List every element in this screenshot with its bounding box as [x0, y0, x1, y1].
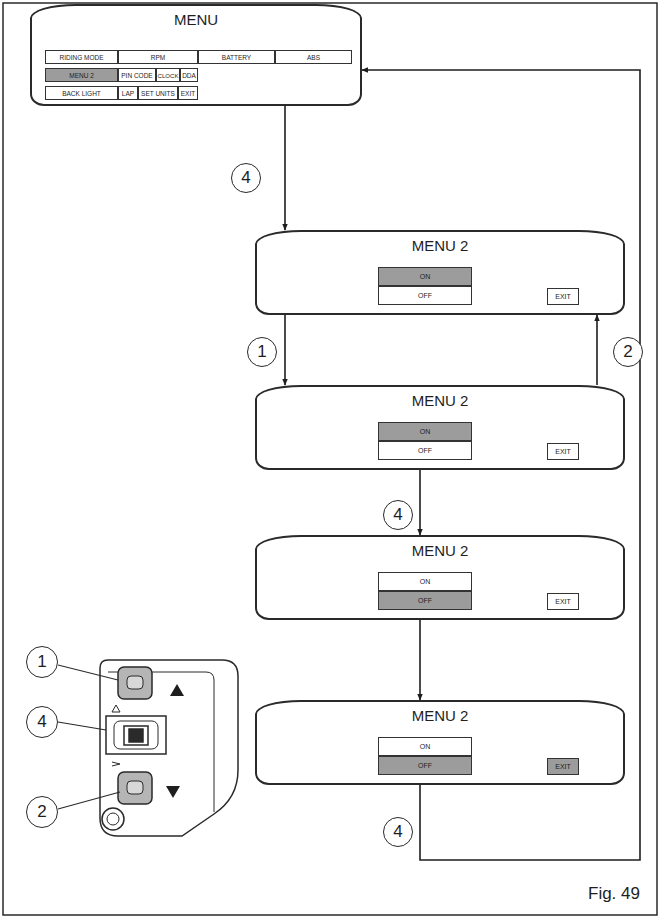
menu-cell: RPM — [118, 50, 198, 64]
option-text: RPM — [151, 54, 165, 61]
option-text: EXIT — [181, 90, 195, 97]
option-box: EXIT — [547, 593, 579, 610]
option-text: OFF — [418, 762, 432, 769]
option-text: OFF — [418, 292, 432, 299]
menu-cell: DDA — [180, 68, 198, 82]
option-text: ON — [420, 428, 431, 435]
option-text: ON — [420, 743, 431, 750]
option-box: OFF — [378, 756, 472, 775]
option-text: ON — [420, 273, 431, 280]
button-callout: 1 — [247, 337, 277, 367]
option-box: EXIT — [547, 288, 579, 305]
button-callout: 4 — [231, 163, 261, 193]
option-box: OFF — [378, 441, 472, 460]
option-text: ON — [420, 578, 431, 585]
menu-cell: EXIT — [178, 86, 198, 100]
option-text: EXIT — [555, 448, 571, 455]
callout-number: 1 — [26, 646, 58, 678]
figure-number: Fig. 49 — [588, 884, 640, 904]
menu-cell: MENU 2 — [45, 68, 118, 82]
handlebar-switch — [100, 660, 238, 836]
option-text: EXIT — [555, 598, 571, 605]
leader-lines — [58, 665, 120, 809]
figure-frame — [3, 3, 657, 915]
option-box: OFF — [378, 591, 472, 610]
screen-title: MENU 2 — [257, 392, 623, 409]
menu-cell: LAP — [118, 86, 138, 100]
display-screen: MENU 2 ON OFF EXIT — [255, 385, 625, 470]
button-callout: 2 — [613, 337, 643, 367]
menu-cell: BACK LIGHT — [45, 86, 118, 100]
display-screen: MENU 2 ON OFF EXIT — [255, 700, 625, 785]
option-text: EXIT — [555, 293, 571, 300]
option-text: DDA — [182, 72, 196, 79]
option-text: SET UNITS — [141, 90, 175, 97]
option-text: PIN CODE — [121, 72, 152, 79]
option-text: ABS — [307, 54, 320, 61]
screen-title: MENU 2 — [257, 707, 623, 724]
menu-cell: BATTERY — [198, 50, 275, 64]
option-box: ON — [378, 737, 472, 756]
option-text: BATTERY — [222, 54, 251, 61]
display-screen: MENU RIDING MODE RPM BATTERY ABS MENU 2 PIN CO… — [30, 4, 362, 106]
flow-arrow — [419, 470, 421, 535]
callout-number: 4 — [26, 706, 58, 738]
display-screen: MENU 2 ON OFF EXIT — [255, 535, 625, 620]
option-text: MENU 2 — [69, 72, 94, 79]
option-text: LAP — [122, 90, 134, 97]
screen-title: MENU — [32, 11, 360, 28]
flow-arrow — [284, 106, 286, 230]
display-screen: MENU 2 ON OFF EXIT — [255, 230, 625, 315]
option-box: EXIT — [547, 758, 579, 775]
flow-arrow — [284, 315, 286, 385]
button-callout: 4 — [383, 817, 413, 847]
flow-arrow — [596, 315, 598, 385]
button-callout: 4 — [383, 500, 413, 530]
callout-number: 2 — [26, 796, 58, 828]
screen-title: MENU 2 — [257, 542, 623, 559]
menu-cell: PIN CODE — [118, 68, 156, 82]
option-box: ON — [378, 572, 472, 591]
menu-cell: SET UNITS — [138, 86, 178, 100]
option-text: BACK LIGHT — [62, 90, 101, 97]
flow-arrow — [419, 620, 421, 700]
menu-cell: CLOCK — [156, 68, 180, 82]
option-box: ON — [378, 422, 472, 441]
option-box: OFF — [378, 286, 472, 305]
option-text: CLOCK — [158, 72, 179, 79]
menu-cell: ABS — [275, 50, 352, 64]
option-text: RIDING MODE — [59, 54, 103, 61]
screen-title: MENU 2 — [257, 237, 623, 254]
option-text: OFF — [418, 597, 432, 604]
option-box: EXIT — [547, 443, 579, 460]
menu-cell: RIDING MODE — [45, 50, 118, 64]
option-text: EXIT — [555, 763, 571, 770]
option-box: ON — [378, 267, 472, 286]
option-text: OFF — [418, 447, 432, 454]
